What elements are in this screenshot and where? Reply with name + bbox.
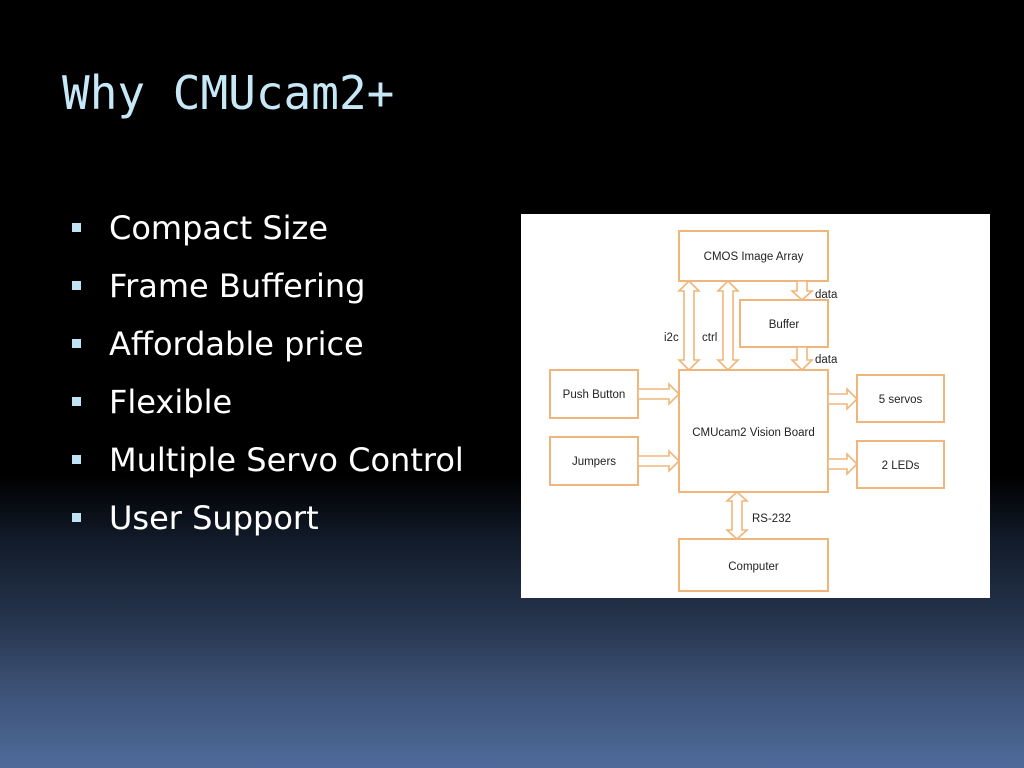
bullet-text: User Support (109, 499, 319, 537)
push-button-box: Push Button (549, 369, 639, 419)
computer-box: Computer (678, 538, 829, 592)
vision-board-box: CMUcam2 Vision Board (678, 369, 829, 493)
data-arrow-down-icon (789, 280, 815, 302)
buffer-label: Buffer (769, 319, 800, 331)
rs232-label: RS-232 (752, 513, 791, 525)
jumpers-label: Jumpers (572, 456, 616, 468)
push-button-label: Push Button (563, 389, 626, 401)
bullet-text: Frame Buffering (109, 267, 366, 305)
cmos-image-array-label: CMOS Image Array (704, 251, 804, 263)
bullet-text: Flexible (109, 383, 233, 421)
leds-box: 2 LEDs (856, 440, 945, 489)
bullet-text: Affordable price (109, 325, 364, 363)
cmos-image-array-box: CMOS Image Array (678, 230, 829, 282)
ctrl-label: ctrl (702, 332, 717, 344)
servos-label: 5 servos (879, 394, 923, 406)
square-bullet-icon (72, 281, 81, 290)
bullet-text: Multiple Servo Control (109, 441, 464, 479)
jumpers-box: Jumpers (549, 436, 639, 486)
leds-label: 2 LEDs (882, 460, 920, 472)
square-bullet-icon (72, 339, 81, 348)
block-diagram-svg: CMOS Image Array Buffer Push Button Jump… (549, 230, 945, 592)
jumpers-arrow-icon (637, 449, 681, 473)
bullet-text: Compact Size (109, 209, 329, 247)
leds-arrow-icon (827, 452, 859, 476)
buffer-box: Buffer (739, 299, 829, 348)
rs232-double-arrow-icon (724, 490, 750, 541)
data-label-bottom: data (815, 354, 838, 366)
i2c-label: i2c (664, 332, 679, 344)
square-bullet-icon (72, 455, 81, 464)
square-bullet-icon (72, 223, 81, 232)
vision-board-label: CMUcam2 Vision Board (692, 427, 815, 439)
data-label-top: data (815, 289, 838, 301)
push-button-arrow-icon (637, 382, 681, 406)
square-bullet-icon (72, 513, 81, 522)
servos-arrow-icon (827, 387, 859, 411)
i2c-double-arrow-icon (677, 279, 701, 372)
square-bullet-icon (72, 397, 81, 406)
data-arrow-down-icon (790, 346, 814, 372)
ctrl-double-arrow-icon (716, 279, 740, 372)
block-diagram: CMOS Image Array Buffer Push Button Jump… (521, 214, 990, 598)
computer-label: Computer (728, 561, 779, 573)
slide-title: Why CMUcam2+ (62, 66, 395, 120)
servos-box: 5 servos (856, 374, 945, 423)
